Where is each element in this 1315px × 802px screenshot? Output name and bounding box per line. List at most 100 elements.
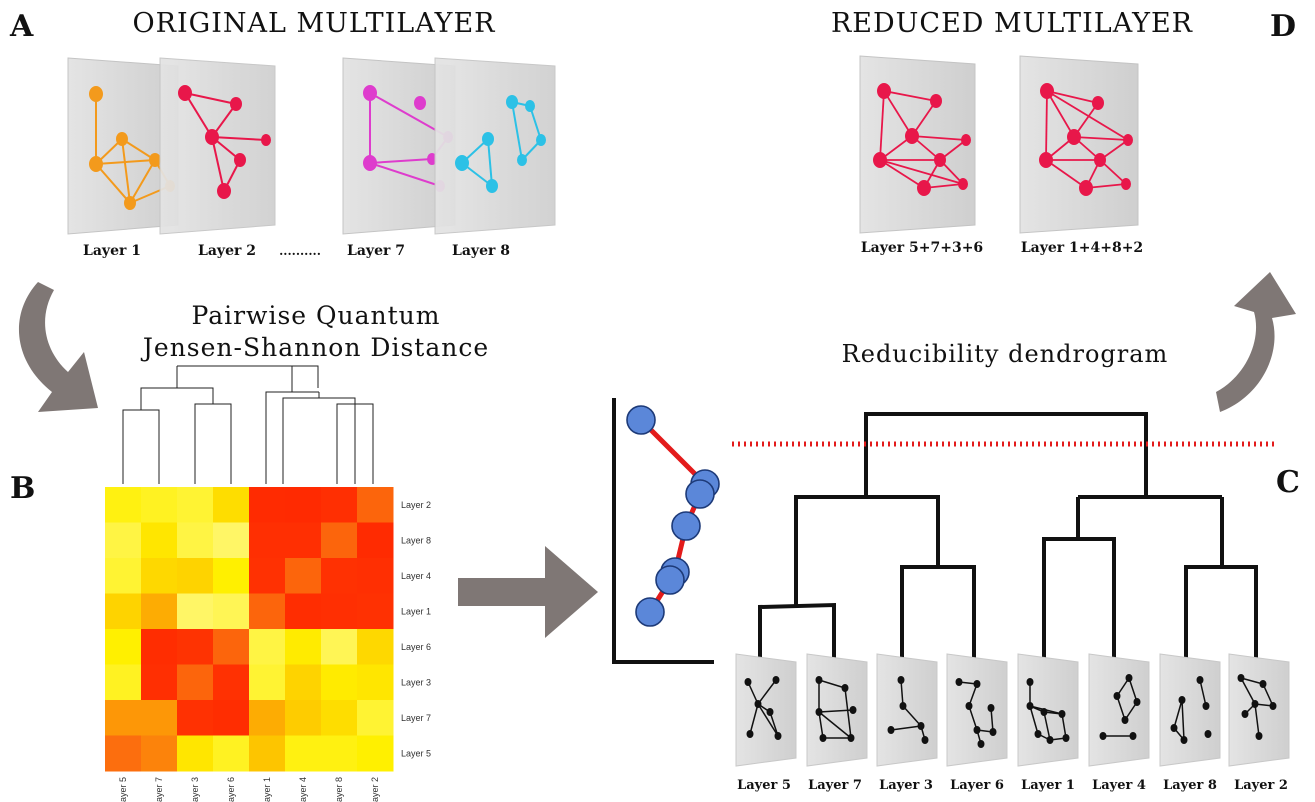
heatmap-cell xyxy=(285,735,322,772)
heatmap-cell xyxy=(249,735,286,772)
heatmap-column-label: Layer 5 xyxy=(118,777,128,802)
heatmap-cell xyxy=(249,664,286,701)
heatmap-cell xyxy=(177,487,214,523)
heatmap-cell xyxy=(249,700,286,736)
heatmap-column-label: Layer 1 xyxy=(262,777,272,802)
right-arrow-icon xyxy=(458,546,598,638)
heatmap-cell xyxy=(177,558,214,594)
layer-7-plane xyxy=(342,57,456,235)
heatmap-cell xyxy=(213,522,250,559)
heatmap-cell xyxy=(321,629,358,665)
panel-letter-c: C xyxy=(1276,465,1300,500)
heatmap-cell xyxy=(357,522,394,559)
dendrogram-leaf-layers xyxy=(735,653,1290,767)
heatmap-cell xyxy=(285,558,322,594)
panel-c-title: Reducibility dendrogram xyxy=(842,340,1169,368)
leaf-layer-plane xyxy=(1159,653,1221,767)
panel-d-title: REDUCED MULTILAYER xyxy=(831,8,1193,39)
leaf-layer-plane xyxy=(1228,653,1290,767)
heatmap-row-label: Layer 7 xyxy=(401,713,431,723)
heatmap-cell xyxy=(141,558,178,594)
heatmap-cell xyxy=(357,593,394,630)
panel-letter-b: B xyxy=(10,471,35,506)
curved-arrow-down-icon xyxy=(18,282,98,412)
heatmap-cell xyxy=(249,487,286,523)
heatmap-cell xyxy=(105,629,142,665)
heatmap-cell xyxy=(321,700,358,736)
layer-8-label: Layer 8 xyxy=(452,243,510,259)
heatmap-cell xyxy=(105,487,142,523)
heatmap-column-label: Layer 7 xyxy=(154,777,164,802)
heatmap-cell xyxy=(177,522,214,559)
heatmap-cell xyxy=(357,664,394,701)
heatmap-cell xyxy=(321,735,358,772)
leaf-layer-plane xyxy=(1088,653,1150,767)
heatmap-cell xyxy=(177,700,214,736)
leaf-layer-plane xyxy=(876,653,938,767)
reduced-layer-2-label: Layer 1+4+8+2 xyxy=(1021,240,1143,256)
heatmap-cell xyxy=(321,593,358,630)
heatmap-cell xyxy=(285,700,322,736)
heatmap-cell xyxy=(357,558,394,594)
heatmap-cell xyxy=(141,664,178,701)
panel-a-title: ORIGINAL MULTILAYER xyxy=(133,8,496,39)
layer-7-label: Layer 7 xyxy=(347,243,405,259)
reduced-layer-1-plane xyxy=(859,55,976,234)
heatmap-cell xyxy=(249,629,286,665)
heatmap-cell xyxy=(141,700,178,736)
ellipsis-dots: .......... xyxy=(279,244,321,258)
heatmap-cell xyxy=(285,629,322,665)
layer-2-plane xyxy=(159,57,276,235)
heatmap-cell xyxy=(141,487,178,523)
heatmap-cell xyxy=(141,522,178,559)
leaf-label-layer-8: Layer 8 xyxy=(1163,778,1217,793)
heatmap-row-label: Layer 8 xyxy=(401,535,431,545)
heatmap-cell xyxy=(213,664,250,701)
heatmap-cell xyxy=(285,664,322,701)
panel-b-title-line-2: Jensen-Shannon Distance xyxy=(140,333,489,362)
panel-b-title-line-1: Pairwise Quantum xyxy=(192,301,441,330)
heatmap-cell xyxy=(177,735,214,772)
heatmap-row-label: Layer 3 xyxy=(401,677,431,687)
heatmap-cell xyxy=(105,735,142,772)
heatmap-cell xyxy=(213,700,250,736)
heatmap-cell xyxy=(321,487,358,523)
leaf-label-layer-1: Layer 1 xyxy=(1021,778,1075,793)
heatmap-cell xyxy=(105,522,142,559)
layer-2-label: Layer 2 xyxy=(198,243,256,259)
heatmap-cell xyxy=(285,487,322,523)
heatmap-cell xyxy=(141,735,178,772)
leaf-label-layer-6: Layer 6 xyxy=(950,778,1004,793)
panel-letter-d: D xyxy=(1270,9,1296,44)
curved-arrow-up-icon xyxy=(1216,272,1296,412)
leaf-label-layer-7: Layer 7 xyxy=(808,778,862,793)
leaf-label-layer-2: Layer 2 xyxy=(1234,778,1288,793)
elbow-plot xyxy=(612,398,720,664)
leaf-layer-plane xyxy=(806,653,868,767)
heatmap-cell xyxy=(105,558,142,594)
leaf-label-layer-3: Layer 3 xyxy=(879,778,933,793)
leaf-label-layer-4: Layer 4 xyxy=(1092,778,1146,793)
heatmap-cell xyxy=(285,593,322,630)
heatmap-cell xyxy=(213,735,250,772)
heatmap-cell xyxy=(105,664,142,701)
leaf-layer-plane xyxy=(946,653,1008,767)
layer-1-label: Layer 1 xyxy=(83,243,141,259)
heatmap-cell xyxy=(213,629,250,665)
leaf-layer-plane xyxy=(735,653,797,767)
heatmap-cell xyxy=(213,558,250,594)
heatmap-row-label: Layer 5 xyxy=(401,748,431,758)
heatmap-row-label: Layer 2 xyxy=(401,500,431,510)
heatmap-cell xyxy=(249,558,286,594)
reduced-layer-1-label: Layer 5+7+3+6 xyxy=(861,240,983,256)
heatmap-cell xyxy=(357,487,394,523)
heatmap-column-dendrogram xyxy=(122,365,374,484)
heatmap-cell xyxy=(249,593,286,630)
heatmap-cell xyxy=(321,522,358,559)
heatmap-row-label: Layer 1 xyxy=(401,606,431,616)
heatmap-column-label: Layer 3 xyxy=(190,777,200,802)
layer-8-plane xyxy=(434,57,556,235)
heatmap-cell xyxy=(285,522,322,559)
layer-1-plane xyxy=(67,57,179,235)
